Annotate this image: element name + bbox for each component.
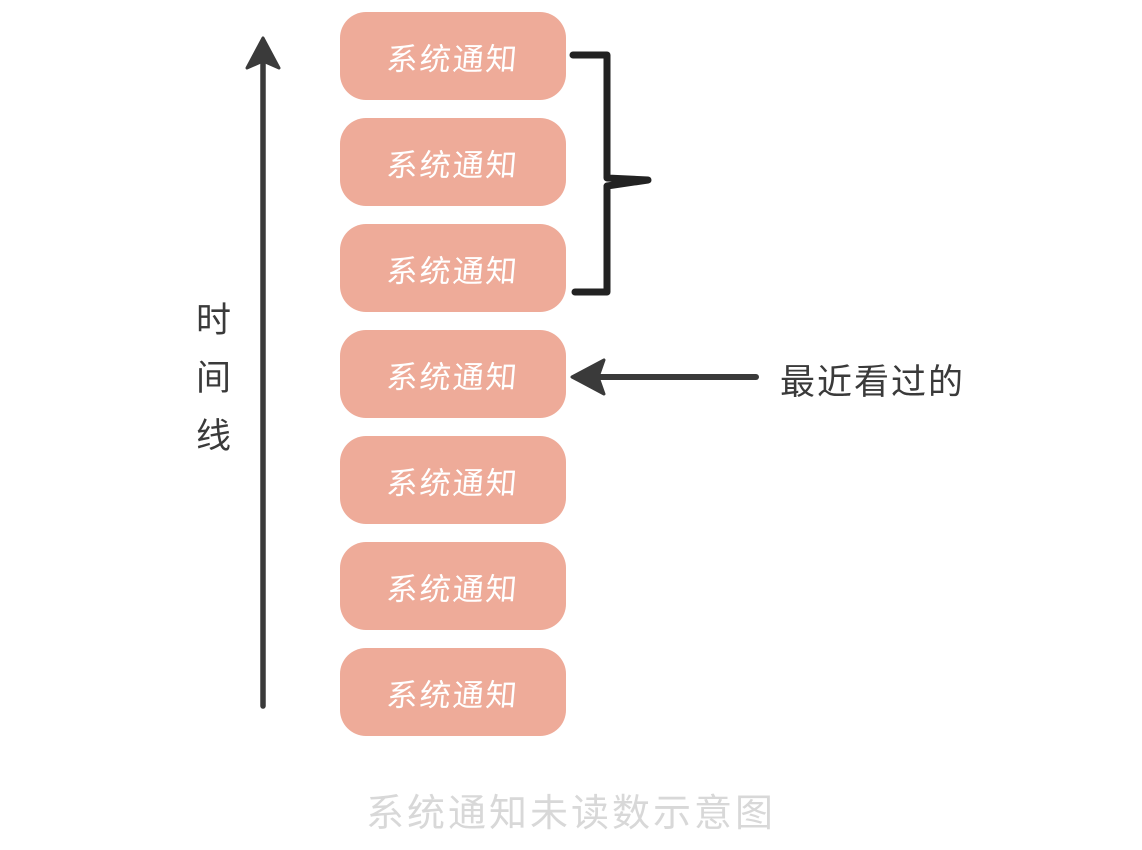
callout-arrow bbox=[570, 358, 759, 396]
timeline-axis bbox=[245, 36, 281, 709]
notification-pill-label: 系统通知 bbox=[385, 41, 521, 78]
grouping-brace bbox=[569, 51, 652, 296]
notification-pill-label: 系统通知 bbox=[385, 253, 521, 290]
notification-pill-label: 系统通知 bbox=[385, 359, 521, 396]
callout-arrow-label: 最近看过的 bbox=[780, 363, 966, 402]
timeline-axis-label-char-3: 线 bbox=[195, 417, 232, 456]
notification-pill[interactable]: 系统通知 bbox=[340, 118, 566, 206]
notification-pill[interactable]: 系统通知 bbox=[340, 330, 566, 418]
notification-pill-label: 系统通知 bbox=[385, 465, 521, 502]
notification-list: 系统通知 系统通知 系统通知 系统通知 系统通知 系统通知 系统通知 bbox=[340, 12, 566, 754]
notification-pill-label: 系统通知 bbox=[385, 677, 521, 714]
notification-pill[interactable]: 系统通知 bbox=[340, 12, 566, 100]
timeline-axis-label: 时 间 线 bbox=[186, 292, 242, 466]
annotation-layer bbox=[569, 51, 759, 396]
timeline-axis-label-char-1: 时 bbox=[195, 301, 232, 340]
timeline-axis-label-char-2: 间 bbox=[195, 359, 232, 398]
notification-pill[interactable]: 系统通知 bbox=[340, 436, 566, 524]
callout-arrowhead-icon bbox=[570, 358, 606, 396]
timeline-arrowhead-icon bbox=[245, 36, 281, 70]
notification-pill[interactable]: 系统通知 bbox=[340, 542, 566, 630]
notification-pill-label: 系统通知 bbox=[385, 571, 521, 608]
notification-pill[interactable]: 系统通知 bbox=[340, 648, 566, 736]
notification-pill[interactable]: 系统通知 bbox=[340, 224, 566, 312]
notification-pill-label: 系统通知 bbox=[385, 147, 521, 184]
diagram-caption: 系统通知未读数示意图 bbox=[365, 793, 776, 835]
